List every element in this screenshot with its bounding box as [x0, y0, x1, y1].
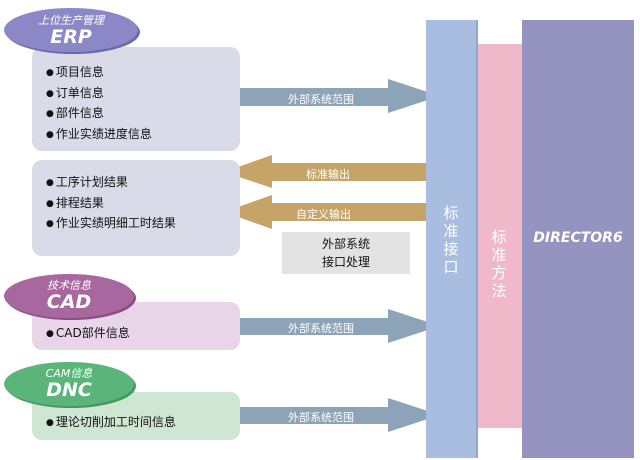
processing-line-1: 外部系统: [321, 237, 370, 251]
dnc-out-arrow: [232, 398, 440, 432]
list-item: 排程结果: [46, 194, 176, 215]
list-item: 作业实绩进度信息: [46, 125, 152, 146]
processing-line-2: 接口处理: [321, 255, 370, 269]
dnc-out-label: 外部系统范围: [288, 411, 354, 424]
dnc-pill: CAM信息 DNC: [4, 362, 134, 406]
list-item: 作业实绩明细工时结果: [46, 214, 176, 235]
cad-info-box: CAD部件信息: [32, 302, 240, 350]
erp-info-box: 项目信息 订单信息 部件信息 作业实绩进度信息: [32, 47, 240, 151]
custom-output-arrow: [224, 195, 426, 229]
standard-output-arrow: [224, 155, 426, 188]
dnc-subtitle: CAM信息: [45, 367, 93, 380]
director-column: DIRECTOR6: [522, 20, 634, 458]
list-item: CAD部件信息: [46, 324, 130, 345]
custom-output-label: 自定义输出: [296, 208, 351, 221]
list-item: 订单信息: [46, 84, 152, 105]
list-item: 项目信息: [46, 63, 152, 84]
erp-pill: 上位生产管理 ERP: [4, 8, 138, 52]
standard-interface-column: 标准接口: [426, 20, 476, 458]
erp-title: ERP: [50, 26, 92, 48]
cad-pill: 技术信息 CAD: [4, 274, 134, 318]
list-item: 部件信息: [46, 104, 152, 125]
director-label: DIRECTOR6: [533, 230, 623, 246]
standard-method-column: 标准方法: [476, 44, 522, 428]
cad-subtitle: 技术信息: [47, 279, 91, 292]
cad-out-arrow: [232, 309, 440, 343]
erp-out-label: 外部系统范围: [288, 93, 354, 106]
dnc-title: DNC: [46, 379, 92, 401]
list-item: 工序计划结果: [46, 173, 176, 194]
list-item: 理论切削加工时间信息: [46, 413, 176, 434]
erp-subtitle: 上位生产管理: [38, 14, 104, 27]
interface-processing-box: 外部系统 接口处理: [282, 232, 410, 274]
cad-out-label: 外部系统范围: [288, 322, 354, 335]
cad-title: CAD: [46, 291, 92, 313]
results-info-box: 工序计划结果 排程结果 作业实绩明细工时结果: [32, 160, 240, 256]
standard-method-label: 标准方法: [491, 228, 507, 300]
erp-out-arrow: [232, 79, 440, 113]
standard-output-label: 标准输出: [306, 168, 350, 181]
standard-interface-label: 标准接口: [443, 204, 459, 276]
